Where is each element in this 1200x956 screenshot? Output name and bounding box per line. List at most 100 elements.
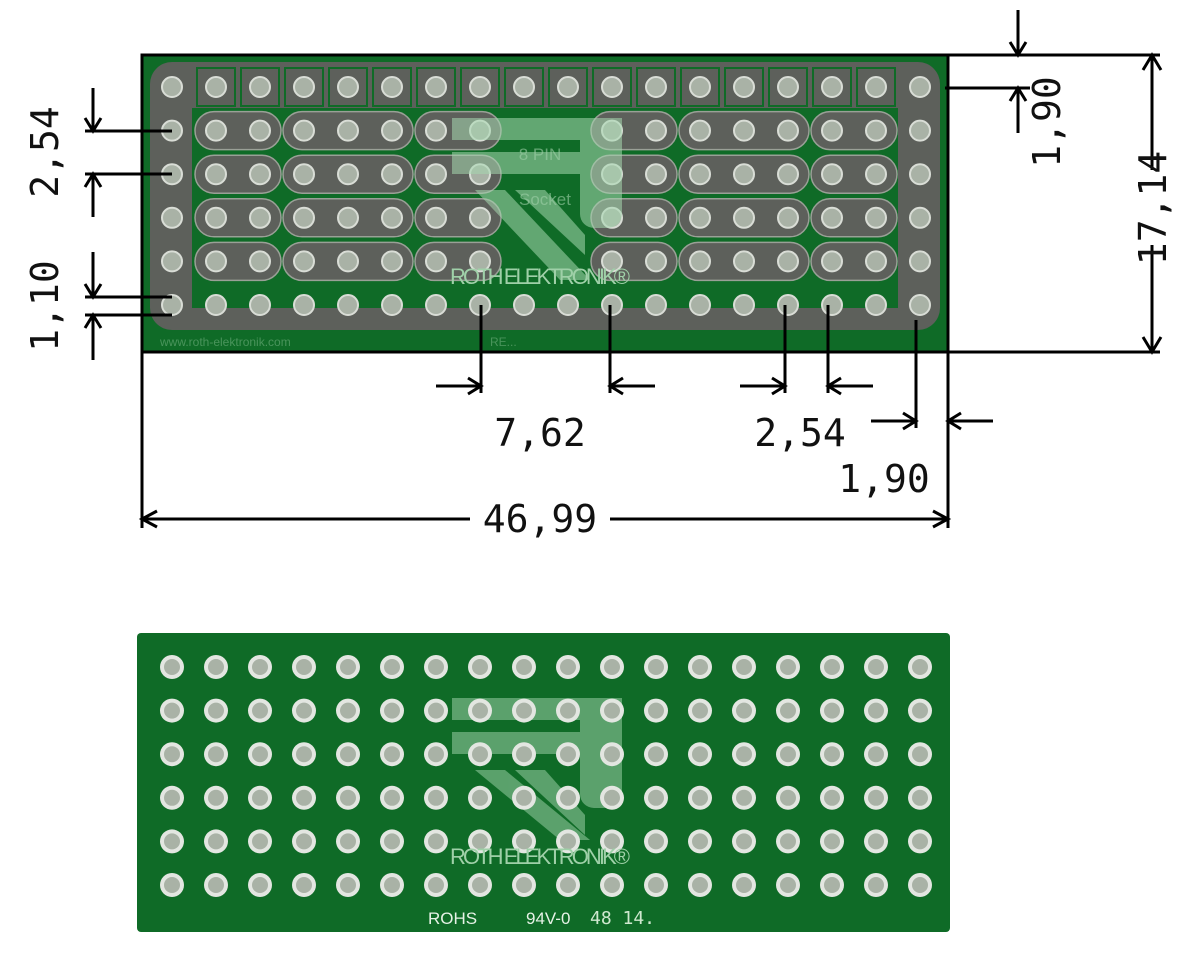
hole [384, 702, 400, 719]
hole [513, 294, 535, 316]
hole [337, 76, 359, 98]
hole [821, 206, 843, 229]
hole [428, 833, 444, 850]
hole [604, 833, 620, 850]
dim-group-spacing: 7,62 [494, 411, 586, 455]
hole [912, 789, 928, 806]
hole [868, 877, 884, 893]
hole [557, 294, 579, 316]
hole [821, 163, 843, 186]
hole [249, 76, 271, 98]
hole [516, 659, 532, 675]
hole [868, 702, 884, 719]
hole [472, 789, 488, 806]
hole [164, 877, 180, 893]
square-pad [196, 67, 236, 107]
hole [293, 76, 315, 98]
hole [469, 250, 491, 273]
hole [340, 789, 356, 806]
hole [340, 877, 356, 893]
hole [865, 206, 887, 229]
hole [381, 294, 403, 316]
hole [604, 789, 620, 806]
hole [208, 702, 224, 719]
hole [208, 877, 224, 893]
hole [645, 163, 667, 186]
hole [381, 206, 403, 229]
hole [249, 206, 271, 229]
hole [821, 119, 843, 142]
square-pad [284, 67, 324, 107]
hole [161, 206, 183, 229]
dim-width: 46,99 [483, 497, 597, 541]
hole [645, 294, 667, 316]
dim-pitch-bottom: 2,54 [754, 411, 846, 455]
hole [249, 119, 271, 142]
hole [208, 833, 224, 850]
hole [689, 294, 711, 316]
hole [208, 789, 224, 806]
hole [777, 163, 799, 186]
hole [733, 119, 755, 142]
hole [733, 206, 755, 229]
hole [733, 250, 755, 273]
hole [252, 659, 268, 675]
hole [384, 877, 400, 893]
hole [733, 294, 755, 316]
hole [296, 659, 312, 675]
square-pad [724, 67, 764, 107]
dim-edge-top-right: 1,90 [1025, 76, 1069, 168]
hole [736, 789, 752, 806]
hole [296, 833, 312, 850]
hole [293, 294, 315, 316]
hole [469, 206, 491, 229]
hole [777, 76, 799, 98]
hole [824, 789, 840, 806]
hole [604, 877, 620, 893]
hole [645, 76, 667, 98]
hole [381, 250, 403, 273]
hole [472, 659, 488, 675]
hole [909, 250, 931, 273]
hole [205, 294, 227, 316]
hole [164, 746, 180, 763]
hole [516, 877, 532, 893]
hole [865, 250, 887, 273]
hole [208, 659, 224, 675]
hole [428, 659, 444, 675]
hole [205, 206, 227, 229]
hole [604, 702, 620, 719]
hole [472, 746, 488, 763]
hole [337, 206, 359, 229]
dim-edge-right: 1,90 [838, 457, 930, 501]
hole [560, 659, 576, 675]
dim-pitch-left: 2,54 [23, 106, 67, 198]
hole [293, 250, 315, 273]
hole [648, 746, 664, 763]
hole [472, 702, 488, 719]
hole [733, 76, 755, 98]
top-board: 8 PIN Socket ROTH ELEKTRONIK® www.roth-e… [140, 53, 950, 354]
hole [824, 833, 840, 850]
hole [381, 76, 403, 98]
hole [252, 746, 268, 763]
hole [208, 746, 224, 763]
hole [469, 76, 491, 98]
hole [689, 250, 711, 273]
hole [648, 789, 664, 806]
hole [645, 119, 667, 142]
hole [557, 76, 579, 98]
hole [821, 294, 843, 316]
hole [692, 789, 708, 806]
hole [648, 702, 664, 719]
hole [821, 76, 843, 98]
hole [736, 702, 752, 719]
hole [777, 250, 799, 273]
hole [252, 702, 268, 719]
hole [824, 659, 840, 675]
dimension-lines [83, 10, 1163, 529]
hole [205, 76, 227, 98]
hole [689, 206, 711, 229]
dim-height: 17,14 [1131, 151, 1175, 265]
hole [472, 877, 488, 893]
